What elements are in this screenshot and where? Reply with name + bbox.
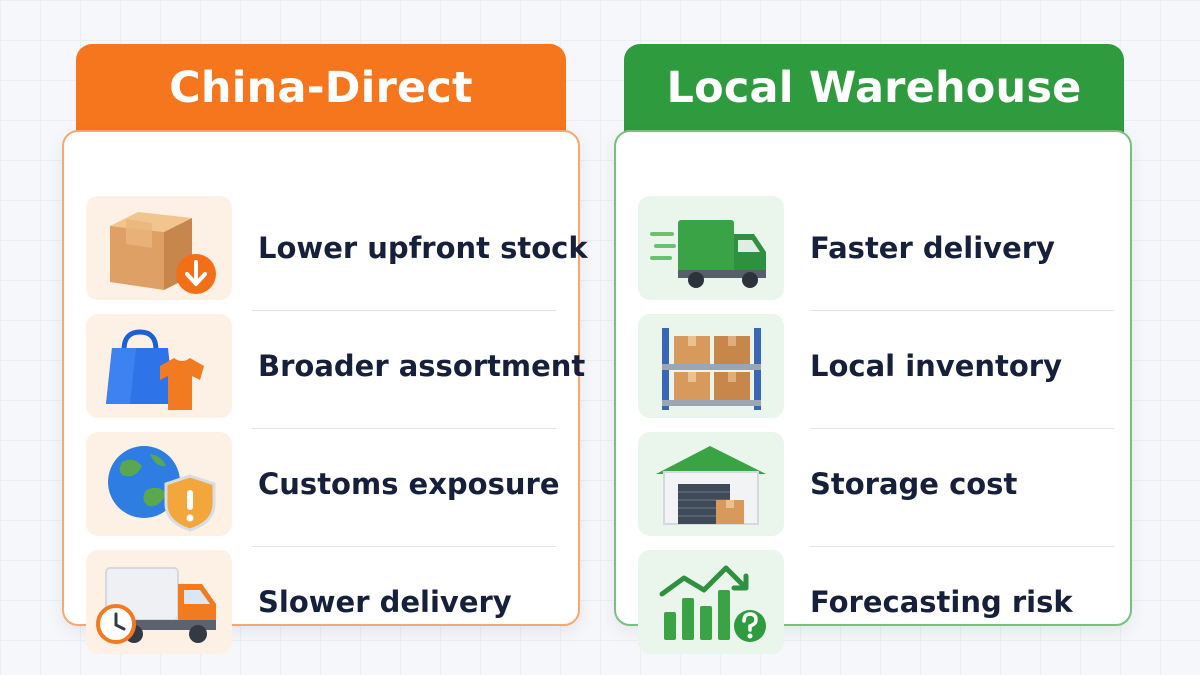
item-label: Forecasting risk — [810, 585, 1073, 619]
row-divider — [252, 546, 556, 547]
warehouse-building-icon — [638, 432, 784, 536]
row-divider — [252, 310, 556, 311]
list-item-customs-exposure: Customs exposure — [86, 432, 560, 538]
local-warehouse-header: Local Warehouse — [624, 44, 1124, 144]
list-item-storage-cost: Storage cost — [638, 432, 1112, 538]
item-label: Customs exposure — [258, 467, 560, 501]
local-warehouse-panel: Local Warehouse Faster delivery — [614, 44, 1132, 654]
row-divider — [252, 428, 556, 429]
china-direct-card: Lower upfront stock Broader assortment — [62, 130, 588, 654]
item-label: Faster delivery — [810, 231, 1055, 265]
local-warehouse-card: Faster delivery — [614, 130, 1132, 654]
list-item-local-inventory: Local inventory — [638, 314, 1112, 420]
item-label: Lower upfront stock — [258, 231, 588, 265]
truck-clock-icon — [86, 550, 232, 654]
item-label: Slower delivery — [258, 585, 512, 619]
item-label: Storage cost — [810, 467, 1018, 501]
globe-warning-shield-icon — [86, 432, 232, 536]
local-warehouse-title: Local Warehouse — [666, 63, 1082, 113]
item-label: Local inventory — [810, 349, 1062, 383]
china-direct-header: China-Direct — [76, 44, 566, 144]
box-download-icon — [86, 196, 232, 300]
item-label: Broader assortment — [258, 349, 586, 383]
row-divider — [810, 546, 1114, 547]
fast-truck-icon — [638, 196, 784, 300]
row-divider — [810, 310, 1114, 311]
list-item-lower-upfront-stock: Lower upfront stock — [86, 196, 588, 302]
china-direct-title: China-Direct — [169, 63, 473, 113]
list-item-broader-assortment: Broader assortment — [86, 314, 585, 420]
row-divider — [810, 428, 1114, 429]
shopping-bag-shirt-icon — [86, 314, 232, 418]
china-direct-panel: China-Direct Lower upfront stock — [62, 44, 588, 654]
list-item-forecasting-risk: Forecasting risk — [638, 550, 1112, 656]
list-item-slower-delivery: Slower delivery — [86, 550, 560, 656]
list-item-faster-delivery: Faster delivery — [638, 196, 1112, 302]
warehouse-shelf-icon — [638, 314, 784, 418]
chart-question-icon — [638, 550, 784, 654]
